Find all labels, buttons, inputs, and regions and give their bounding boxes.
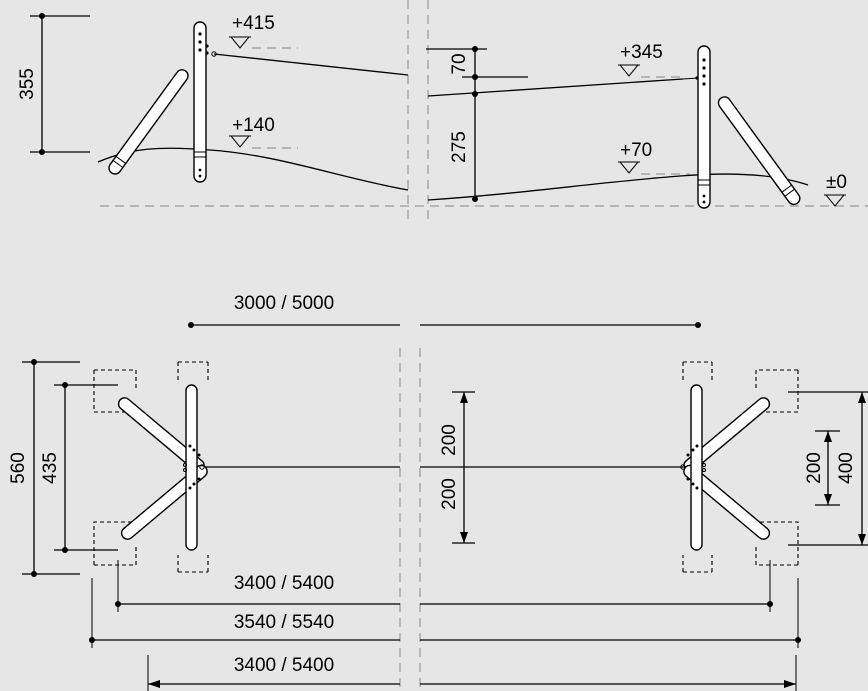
svg-text:+345: +345: [620, 42, 663, 63]
svg-text:+140: +140: [232, 115, 275, 136]
terrain-left: [97, 147, 409, 191]
level-marker-70: +70: [618, 140, 690, 175]
dimension-center-200-200: 200 200: [439, 391, 475, 544]
left-post-plan: [117, 384, 208, 551]
svg-text:200: 200: [439, 424, 460, 456]
dimension-right-400: 400: [788, 391, 868, 546]
level-marker-ground: ±0: [824, 172, 847, 207]
dimension-top-span: 3000 / 5000: [188, 293, 701, 328]
svg-text:3400 / 5400: 3400 / 5400: [234, 655, 334, 676]
svg-text:3400 / 5400: 3400 / 5400: [234, 573, 334, 594]
left-post: [193, 21, 207, 183]
right-post-top: [690, 384, 703, 551]
dimension-bottom-3400-5400-lower: 3400 / 5400: [147, 655, 797, 691]
svg-text:3540 / 5540: 3540 / 5540: [234, 612, 334, 633]
plan-view: 3000 / 5000: [8, 293, 868, 691]
svg-text:435: 435: [40, 452, 61, 484]
svg-text:3000 / 5000: 3000 / 5000: [234, 293, 334, 314]
svg-text:560: 560: [8, 452, 29, 484]
dimension-right-200: 200: [804, 430, 840, 506]
svg-text:±0: ±0: [826, 172, 847, 193]
right-strut: [717, 96, 801, 206]
rope-right: [427, 78, 684, 97]
svg-text:+415: +415: [232, 13, 275, 34]
elevation-view: +415 +140 +345 +70 ±0: [17, 0, 868, 225]
svg-text:+70: +70: [620, 140, 652, 161]
level-marker-140: +140: [229, 115, 298, 149]
right-anchor-footprint: [682, 361, 799, 573]
level-marker-345: +345: [618, 42, 680, 78]
left-post-top: [185, 384, 198, 551]
dimension-bottom-3540-5540: 3540 / 5540: [89, 578, 801, 648]
svg-text:400: 400: [836, 452, 857, 484]
terrain-right: [427, 173, 809, 201]
dimension-560: 560: [8, 359, 80, 577]
svg-text:275: 275: [449, 131, 470, 163]
right-post-plan: [680, 384, 771, 551]
dimension-355: 355: [17, 13, 90, 155]
left-strut: [108, 69, 189, 175]
left-anchor-footprint: [93, 361, 209, 573]
rope-left: [213, 53, 409, 76]
dimension-435: 435: [40, 382, 118, 553]
svg-text:200: 200: [804, 452, 825, 484]
svg-text:70: 70: [449, 53, 470, 74]
svg-text:355: 355: [17, 68, 38, 100]
dimension-bottom-3400-5400-upper: 3400 / 5400: [115, 560, 773, 612]
svg-text:200: 200: [439, 478, 460, 510]
right-post: [697, 45, 711, 209]
dimension-70-275: 70 275: [426, 46, 528, 202]
level-marker-415: +415: [229, 13, 298, 49]
right-post-elevation: [695, 45, 801, 209]
left-post-elevation: [108, 21, 217, 183]
